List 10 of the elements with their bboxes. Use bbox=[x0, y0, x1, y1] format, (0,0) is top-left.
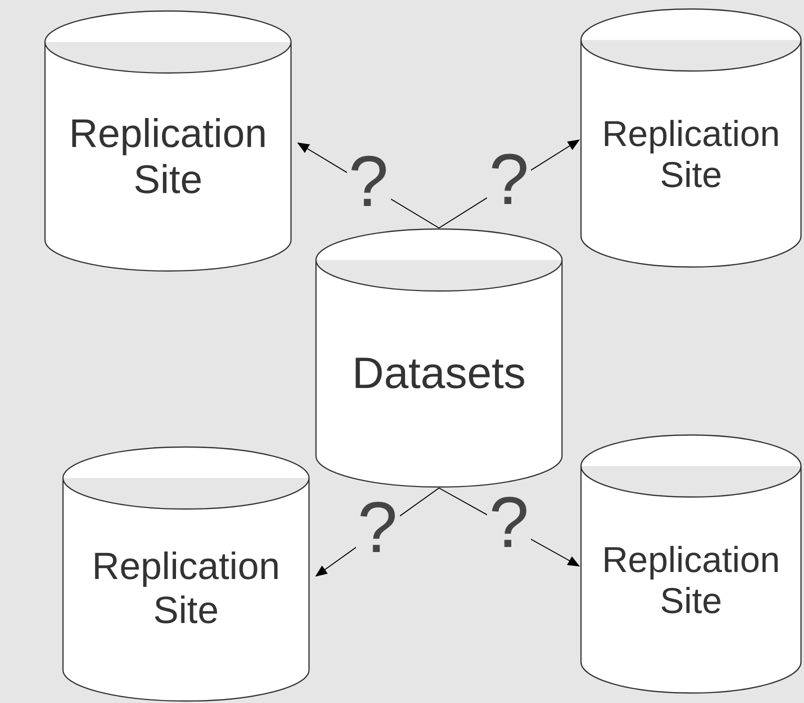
cylinder-label: Replication Site bbox=[600, 538, 782, 622]
cylinder-label: Replication Site bbox=[600, 112, 782, 196]
cylinder bbox=[315, 228, 563, 488]
cylinder-label: Datasets bbox=[351, 348, 527, 400]
cylinder-label: Replication Site bbox=[91, 546, 281, 634]
cylinder bbox=[580, 434, 802, 694]
cylinder bbox=[580, 8, 802, 268]
cylinder bbox=[62, 446, 310, 702]
cylinder bbox=[44, 10, 292, 272]
cylinder-label: Replication Site bbox=[68, 111, 268, 203]
